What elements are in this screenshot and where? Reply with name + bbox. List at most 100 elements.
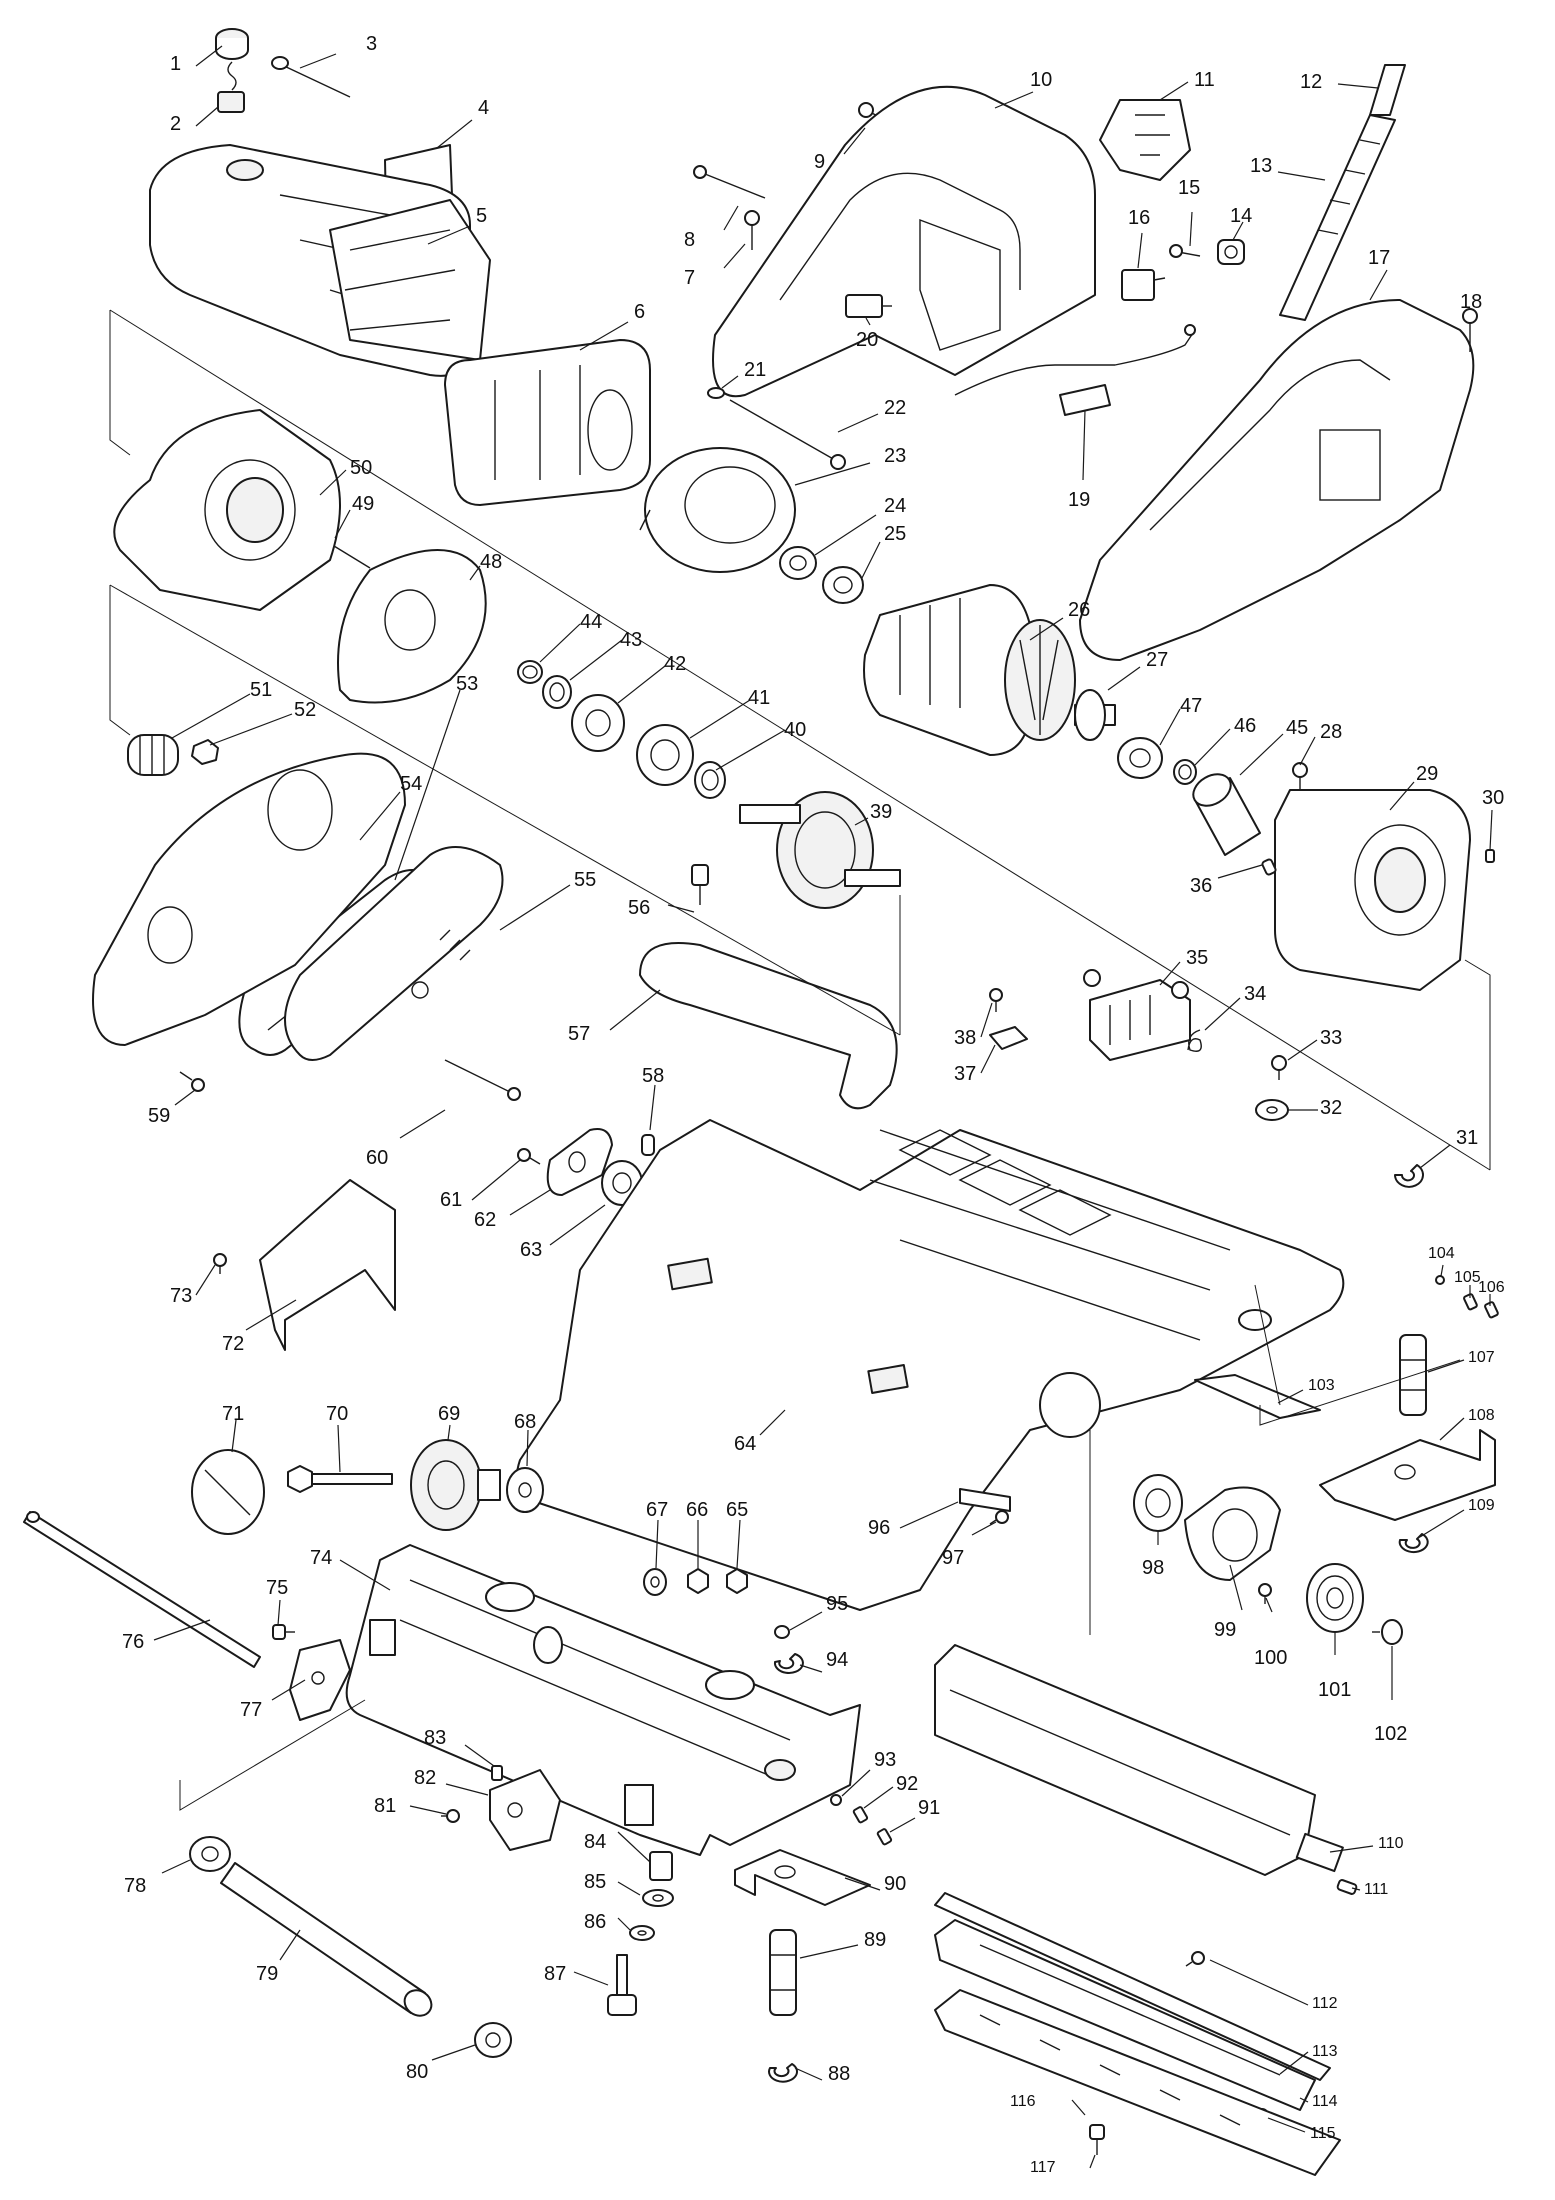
- part-label-56: 56: [628, 897, 650, 919]
- part-62-flange: [546, 1128, 613, 1196]
- part-label-75: 75: [266, 1577, 288, 1599]
- part-label-23: 23: [884, 445, 906, 467]
- part-113-blade: [934, 1892, 1331, 2081]
- part-label-41: 41: [748, 687, 770, 709]
- part-95-o-ring: [774, 1625, 790, 1639]
- part-drawings: [23, 28, 1499, 2176]
- part-33-screw: [1271, 1055, 1287, 1080]
- part-label-49: 49: [352, 493, 374, 515]
- part-75-screw: [272, 1624, 295, 1640]
- part-27-shaft: [1074, 689, 1116, 741]
- part-label-16: 16: [1128, 207, 1150, 229]
- part-label-48: 48: [480, 551, 502, 573]
- part-label-100: 100: [1254, 1647, 1287, 1669]
- part-label-24: 24: [884, 495, 906, 517]
- part-35-holder: [1083, 969, 1191, 1061]
- part-label-50: 50: [350, 457, 372, 479]
- part-52-nut: [191, 739, 219, 765]
- part-2-carbon-brush: [217, 61, 245, 113]
- part-label-101: 101: [1318, 1679, 1351, 1701]
- part-43-retaining-ring: [542, 675, 572, 709]
- part-label-98: 98: [1142, 1557, 1164, 1579]
- part-label-116: 116: [1010, 2093, 1036, 2110]
- part-56-screw: [691, 864, 709, 905]
- part-label-71: 71: [222, 1403, 244, 1425]
- part-label-36: 36: [1190, 875, 1212, 897]
- part-70-bolt: [287, 1465, 393, 1493]
- part-74-front-base: [345, 1544, 861, 1856]
- part-15-screw: [1169, 244, 1201, 258]
- assembly-guide-lines: [109, 309, 1491, 1811]
- part-98-bearing: [1133, 1474, 1183, 1532]
- part-label-65: 65: [726, 1499, 748, 1521]
- part-label-13: 13: [1250, 155, 1272, 177]
- part-label-4: 4: [478, 97, 489, 119]
- part-30-pin: [1485, 849, 1495, 863]
- part-label-105: 105: [1454, 1269, 1481, 1286]
- part-label-64: 64: [734, 1433, 756, 1455]
- part-label-46: 46: [1234, 715, 1256, 737]
- part-89-shaft: [769, 1929, 797, 2016]
- part-label-87: 87: [544, 1963, 566, 1985]
- part-17-handle-cover: [1079, 299, 1475, 661]
- part-103-label: [1194, 1374, 1321, 1419]
- part-31-retaining-ring: [1394, 1164, 1424, 1188]
- part-22-screw: [729, 399, 846, 470]
- part-label-66: 66: [686, 1499, 708, 1521]
- part-label-99: 99: [1214, 1619, 1236, 1641]
- part-label-30: 30: [1482, 787, 1504, 809]
- part-label-53: 53: [456, 673, 478, 695]
- part-81-screw: [441, 1809, 460, 1823]
- part-label-97: 97: [942, 1547, 964, 1569]
- part-93-steel-ball: [830, 1794, 842, 1806]
- part-label-84: 84: [584, 1831, 606, 1853]
- part-1-brush-cap: [215, 28, 249, 60]
- part-86-washer: [629, 1925, 655, 1941]
- part-100-screw: [1258, 1583, 1272, 1604]
- part-14-cord-clamp: [1217, 239, 1245, 265]
- part-label-82: 82: [414, 1767, 436, 1789]
- part-25-bearing: [822, 566, 864, 604]
- part-label-10: 10: [1030, 69, 1052, 91]
- part-11-switch: [1099, 99, 1191, 181]
- part-20-capacitor: [845, 294, 892, 318]
- part-label-35: 35: [1186, 947, 1208, 969]
- part-110-drum: [934, 1644, 1344, 1876]
- part-label-113: 113: [1312, 2043, 1338, 2060]
- part-38-screw: [989, 988, 1003, 1012]
- part-label-11: 11: [1194, 69, 1215, 91]
- part-label-29: 29: [1416, 763, 1438, 785]
- part-label-28: 28: [1320, 721, 1342, 743]
- part-label-79: 79: [256, 1963, 278, 1985]
- part-label-43: 43: [620, 629, 642, 651]
- part-label-91: 91: [918, 1797, 940, 1819]
- part-label-21: 21: [744, 359, 766, 381]
- part-46-o-ring: [1173, 759, 1197, 785]
- part-label-111: 111: [1364, 1881, 1388, 1898]
- part-label-83: 83: [424, 1727, 446, 1749]
- part-label-109: 109: [1468, 1497, 1495, 1514]
- part-label-40: 40: [784, 719, 806, 741]
- part-label-17: 17: [1368, 247, 1390, 269]
- part-76-rod: [23, 1511, 261, 1668]
- part-label-8: 8: [684, 229, 695, 251]
- part-label-32: 32: [1320, 1097, 1342, 1119]
- part-67-washer: [643, 1568, 667, 1596]
- part-label-5: 5: [476, 205, 487, 227]
- part-19-lead-wire: [954, 324, 1196, 416]
- part-6-field: [444, 339, 651, 506]
- part-90-plate: [734, 1849, 871, 1906]
- part-label-89: 89: [864, 1929, 886, 1951]
- part-label-106: 106: [1478, 1279, 1505, 1296]
- part-label-73: 73: [170, 1285, 192, 1307]
- part-label-110: 110: [1378, 1835, 1404, 1852]
- part-label-117: 117: [1030, 2159, 1056, 2176]
- part-78-bushing: [189, 1836, 231, 1872]
- part-label-77: 77: [240, 1699, 262, 1721]
- part-16-noise-suppressor: [1121, 269, 1166, 301]
- part-label-15: 15: [1178, 177, 1200, 199]
- part-101-pulley: [1306, 1563, 1364, 1633]
- part-58-pin: [641, 1134, 655, 1156]
- part-label-68: 68: [514, 1411, 536, 1433]
